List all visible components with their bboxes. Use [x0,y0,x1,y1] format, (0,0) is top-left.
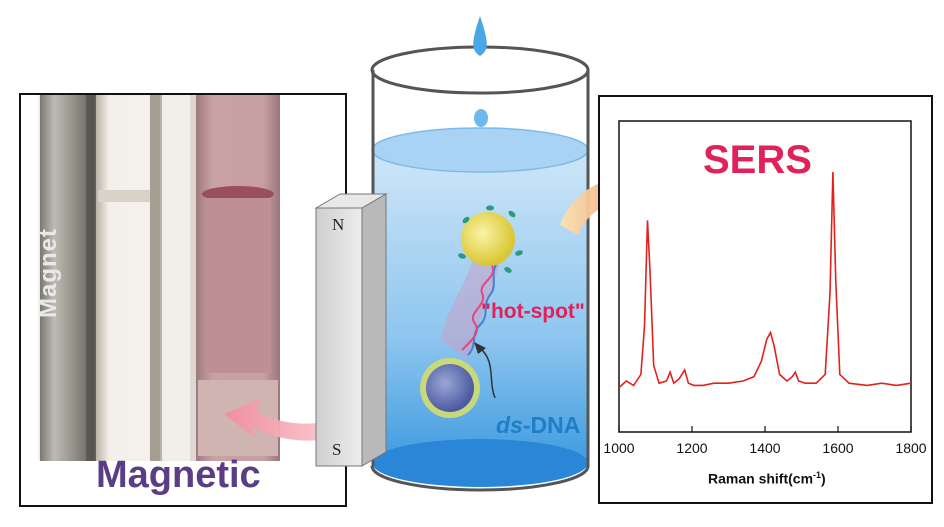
x-tick-label: 1800 [895,440,927,456]
water-droplet [474,109,488,127]
ds-dna-helix [461,264,497,356]
cuvette-photo-panel [19,93,347,507]
magnetic-caption: Magnetic [96,454,261,496]
ds-dna-suffix: -DNA [522,412,581,438]
hot-spot-label: "hot-spot" [481,300,585,323]
x-axis-ticks [618,426,912,432]
sers-spectrum-panel [598,95,933,504]
x-tick-label: 1600 [822,440,854,456]
x-tick-label: 1200 [676,440,708,456]
bar-magnet [314,193,388,467]
ds-dna-prefix: ds [496,412,523,438]
dna-pointer-arrow [479,347,496,399]
sers-title: SERS [703,138,812,182]
dna-pointer-arrowhead [474,342,486,354]
dna-linker-shadow [440,250,500,360]
x-axis-label: Raman shift(cm-1) [708,470,826,487]
magnetic-nanoparticle [420,358,480,418]
pole-north-label: N [332,215,345,234]
cuvette-pink [196,95,280,461]
pole-south-label: S [332,440,342,459]
magnet-label: Magnet [35,228,62,318]
ds-dna-label: ds-DNA [496,412,580,439]
x-tick-label: 1400 [749,440,781,456]
magnet-bar [40,95,96,461]
water-drop [473,16,487,56]
sers-spectrum-line [618,171,912,389]
gold-nanoparticle [458,205,523,273]
x-tick-label: 1000 [603,440,635,456]
cuvette-clear [96,95,162,461]
